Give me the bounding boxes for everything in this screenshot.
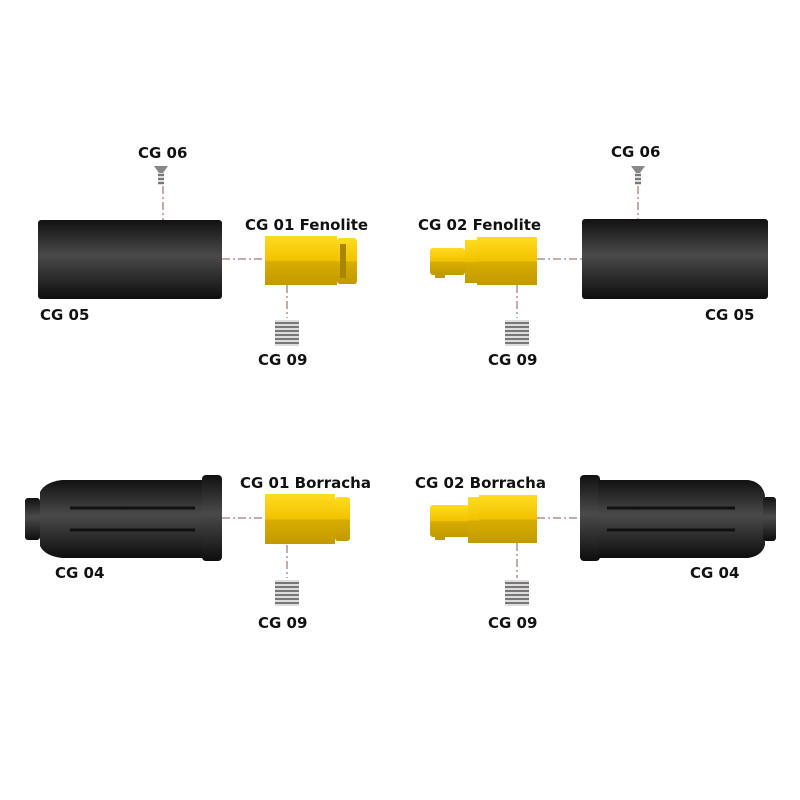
- cg01-borracha-connector: [265, 494, 350, 544]
- label-cg06: CG 06: [611, 143, 660, 161]
- label-cg09: CG 09: [258, 351, 307, 369]
- label-cg05: CG 05: [705, 306, 754, 324]
- label-cg04: CG 04: [690, 564, 739, 582]
- cg09-spring-icon: [275, 320, 299, 346]
- cg04-rubber-handle: [25, 475, 222, 561]
- cg01-fenolite-connector: [265, 236, 357, 285]
- group-top-right: CG 06 CG 05 CG 02 Fenolite CG 09: [418, 143, 768, 369]
- label-cg05: CG 05: [40, 306, 89, 324]
- cg04-rubber-handle: [580, 475, 776, 561]
- cg09-spring-icon: [505, 320, 529, 346]
- cg09-spring-icon: [275, 580, 299, 606]
- label-connector: CG 02 Borracha: [415, 474, 546, 492]
- cg06-screw-icon: [631, 166, 645, 185]
- label-cg06: CG 06: [138, 144, 187, 162]
- group-bottom-right: CG 02 Borracha CG 04 CG 09: [415, 474, 776, 632]
- label-connector: CG 02 Fenolite: [418, 216, 541, 234]
- group-top-left: CG 06 CG 05 CG 01 Fenolite CG 09: [38, 144, 368, 369]
- cg05-cylinder: [38, 220, 222, 299]
- label-cg04: CG 04: [55, 564, 104, 582]
- label-connector: CG 01 Borracha: [240, 474, 371, 492]
- cg05-cylinder: [582, 219, 768, 299]
- cg02-fenolite-connector: [430, 237, 537, 285]
- cg09-spring-icon: [505, 580, 529, 606]
- cg02-borracha-connector: [430, 495, 537, 543]
- group-bottom-left: CG 04 CG 01 Borracha CG 09: [25, 474, 371, 632]
- cg06-screw-icon: [154, 166, 168, 185]
- label-connector: CG 01 Fenolite: [245, 216, 368, 234]
- label-cg09: CG 09: [488, 351, 537, 369]
- label-cg09: CG 09: [488, 614, 537, 632]
- label-cg09: CG 09: [258, 614, 307, 632]
